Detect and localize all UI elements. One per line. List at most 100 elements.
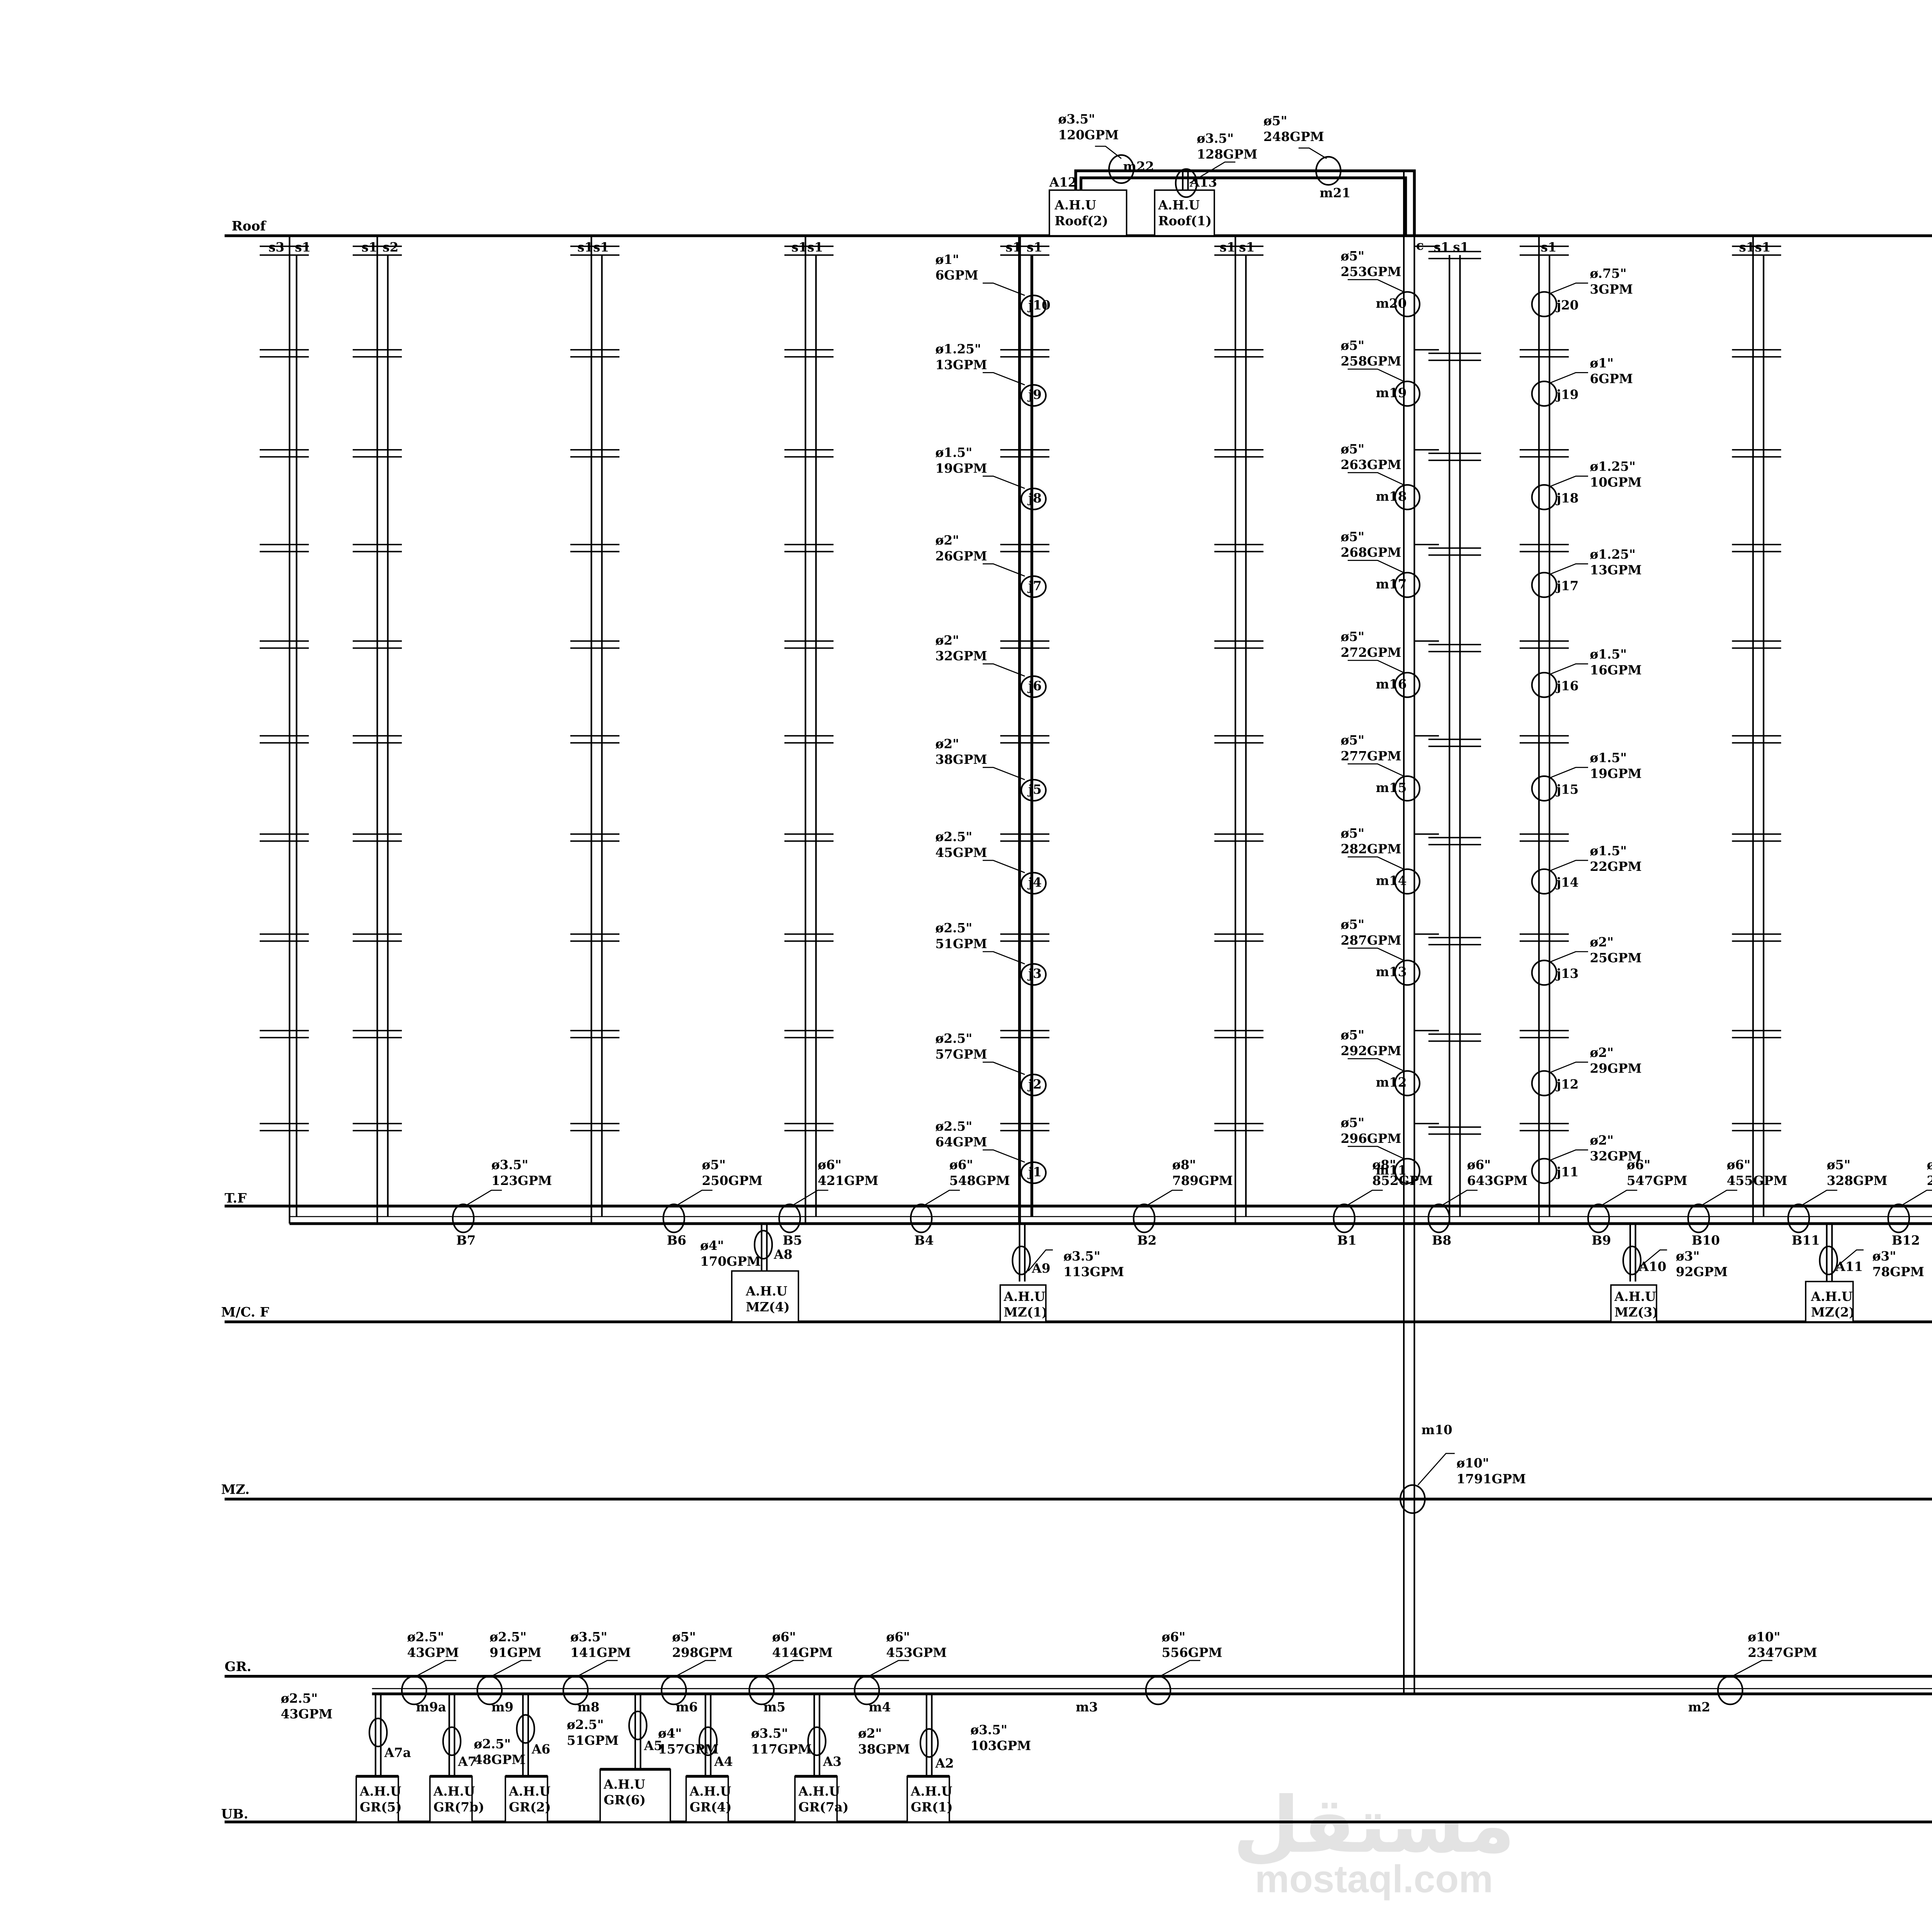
ahu-roof-1[interactable]	[1154, 189, 1215, 236]
segment-marker-j5[interactable]	[1020, 779, 1047, 802]
segment-marker-B11[interactable]	[1787, 1203, 1810, 1233]
segment-marker-j14[interactable]	[1531, 868, 1558, 895]
segment-marker-j1[interactable]	[1020, 1161, 1047, 1184]
segment-marker-j9[interactable]	[1020, 384, 1047, 407]
pipe-size: ø1.5"	[1590, 647, 1627, 662]
segment-marker-B5[interactable]	[778, 1203, 801, 1233]
pipe-flow: 51GPM	[567, 1733, 619, 1748]
segment-marker-B6[interactable]	[662, 1203, 685, 1233]
valve-A7a[interactable]	[368, 1717, 388, 1748]
segment-marker-j3[interactable]	[1020, 963, 1047, 986]
segment-marker-m9a[interactable]	[401, 1675, 427, 1705]
segment-marker-j13[interactable]	[1531, 959, 1558, 986]
segment-marker-j16[interactable]	[1531, 672, 1558, 698]
segment-marker-B9[interactable]	[1587, 1203, 1610, 1233]
segment-marker-m11[interactable]	[1394, 1158, 1421, 1184]
segment-marker-m14[interactable]	[1394, 868, 1421, 895]
ahu-label: A.H.U	[798, 1783, 840, 1799]
segment-marker-m18[interactable]	[1394, 484, 1421, 510]
valve-A6[interactable]	[516, 1714, 535, 1744]
segment-id: B6	[667, 1232, 686, 1248]
segment-marker-j15[interactable]	[1531, 775, 1558, 802]
segment-marker-j19[interactable]	[1531, 381, 1558, 407]
pipe-flow: 10GPM	[1590, 475, 1642, 490]
ahu-mz-3[interactable]	[1610, 1284, 1657, 1323]
pipe-flow: 25GPM	[1590, 950, 1642, 965]
ahu-gr7b[interactable]	[429, 1775, 473, 1823]
valve-A5[interactable]	[628, 1710, 648, 1741]
segment-marker-j2[interactable]	[1020, 1073, 1047, 1096]
segment-id: B12	[1892, 1232, 1920, 1248]
floor-label-mcf: M/C. F	[221, 1305, 269, 1320]
svg-text:ø3": ø3"	[1676, 1248, 1700, 1263]
segment-marker-m5[interactable]	[748, 1675, 775, 1705]
ahu-mz-4[interactable]	[731, 1270, 799, 1323]
pipe-flow: 547GPM	[1627, 1173, 1687, 1188]
ahu-gr6[interactable]	[599, 1768, 671, 1823]
segment-marker-j12[interactable]	[1531, 1070, 1558, 1096]
segment-id: j18	[1555, 490, 1578, 505]
svg-text:ø3.5": ø3.5"	[1197, 131, 1234, 146]
valve-A3[interactable]	[807, 1726, 827, 1756]
valve-A10[interactable]	[1622, 1245, 1642, 1275]
pipe-size: ø2"	[1590, 1045, 1614, 1060]
segment-marker-j11[interactable]	[1531, 1158, 1558, 1184]
segment-marker-B10[interactable]	[1687, 1203, 1710, 1233]
segment-id: m9	[492, 1699, 514, 1714]
svg-text:MZ(4): MZ(4)	[746, 1299, 790, 1314]
segment-marker-j18[interactable]	[1531, 484, 1558, 510]
segment-marker-j7[interactable]	[1020, 575, 1047, 598]
valve-A4[interactable]	[698, 1726, 718, 1756]
segment-marker-m21[interactable]	[1315, 156, 1342, 186]
riser-tag: s1	[1219, 240, 1235, 255]
segment-marker-m2[interactable]	[1717, 1675, 1743, 1705]
pipe-flow: 141GPM	[570, 1645, 631, 1660]
segment-marker-A13[interactable]	[1175, 168, 1198, 198]
segment-marker-j20[interactable]	[1531, 291, 1558, 318]
valve-A11[interactable]	[1819, 1245, 1838, 1275]
segment-marker-m9[interactable]	[476, 1675, 503, 1705]
valve-A7[interactable]	[442, 1726, 462, 1756]
segment-marker-j6[interactable]	[1020, 675, 1047, 698]
svg-text:ø4": ø4"	[700, 1238, 724, 1253]
ahu-label: GR(7b)	[434, 1799, 485, 1814]
segment-marker-m15[interactable]	[1394, 775, 1421, 802]
segment-marker-m3[interactable]	[1145, 1675, 1172, 1705]
ahu-roof-2[interactable]	[1048, 189, 1128, 236]
valve-A9[interactable]	[1012, 1245, 1031, 1275]
segment-marker-j8[interactable]	[1020, 488, 1047, 510]
ahu-mz-1[interactable]	[999, 1284, 1047, 1323]
ahu-gr7a[interactable]	[794, 1775, 838, 1823]
valve-A8[interactable]	[753, 1230, 773, 1260]
ahu-label: A.H.U	[910, 1783, 952, 1799]
segment-marker-m10[interactable]	[1399, 1484, 1426, 1514]
svg-text:A.H.U: A.H.U	[1811, 1289, 1853, 1304]
riser-tag: s1	[1755, 240, 1770, 255]
segment-marker-B2[interactable]	[1133, 1203, 1156, 1233]
ahu-mz-2[interactable]	[1805, 1281, 1854, 1323]
segment-marker-m4[interactable]	[854, 1675, 880, 1705]
segment-marker-B12[interactable]	[1887, 1203, 1910, 1233]
segment-marker-m22[interactable]	[1108, 154, 1134, 184]
segment-marker-m20[interactable]	[1394, 291, 1421, 318]
pipe-size: ø2"	[1590, 934, 1614, 949]
segment-marker-m8[interactable]	[562, 1675, 589, 1705]
pipe-size: ø2"	[1590, 1133, 1614, 1148]
segment-marker-j10[interactable]	[1020, 294, 1047, 318]
segment-marker-B7[interactable]	[452, 1203, 475, 1233]
segment-marker-j17[interactable]	[1531, 572, 1558, 598]
segment-marker-B4[interactable]	[910, 1203, 933, 1233]
segment-marker-m13[interactable]	[1394, 959, 1421, 986]
segment-marker-m19[interactable]	[1394, 381, 1421, 407]
segment-marker-m12[interactable]	[1394, 1070, 1421, 1096]
segment-marker-m6[interactable]	[661, 1675, 687, 1705]
segment-marker-m16[interactable]	[1394, 672, 1421, 698]
segment-id: j8	[1027, 490, 1042, 505]
ahu-gr2[interactable]	[505, 1775, 548, 1823]
valve-A2[interactable]	[919, 1728, 939, 1758]
segment-marker-B8[interactable]	[1427, 1203, 1451, 1233]
riser-tags: s3 s1 s1 s2 s1 s1 s1 s1 s1 s1 s1 s1 c s1…	[269, 238, 1771, 255]
segment-marker-j4[interactable]	[1020, 872, 1047, 895]
segment-marker-m17[interactable]	[1394, 572, 1421, 598]
segment-marker-B1[interactable]	[1333, 1203, 1356, 1233]
